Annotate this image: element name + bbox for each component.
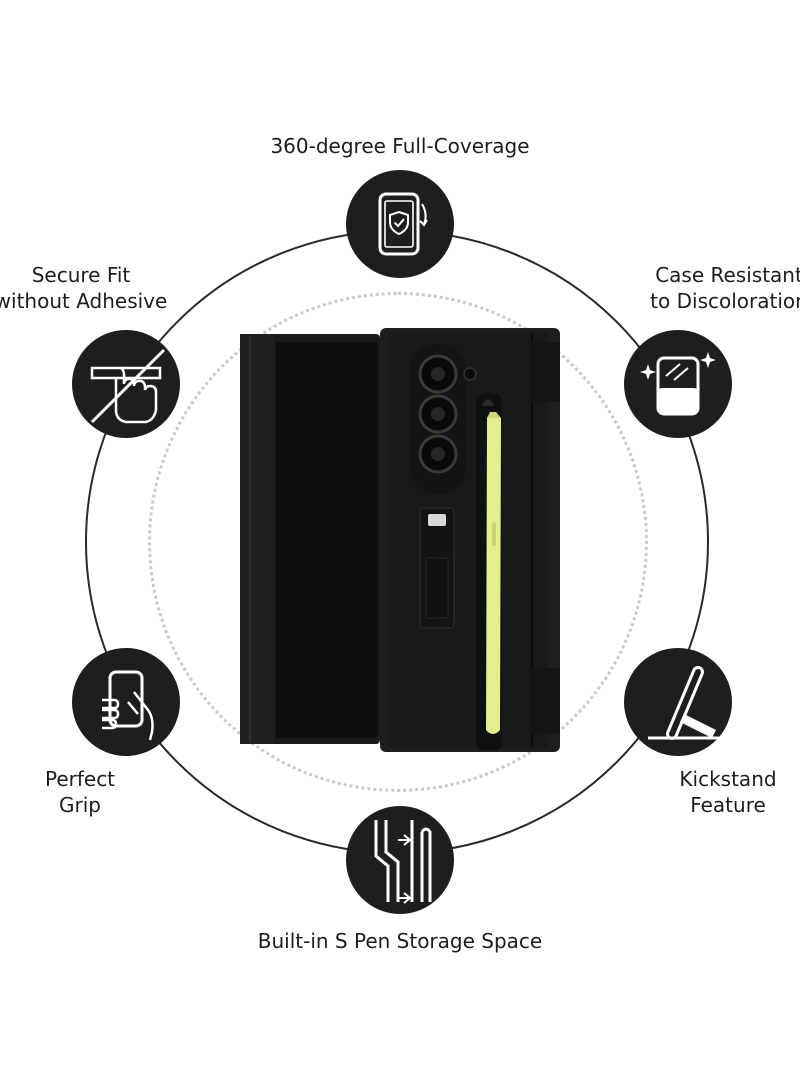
badge-pen-storage bbox=[346, 806, 454, 914]
label-discoloration-line1: Case Resistant bbox=[655, 263, 800, 287]
label-full-coverage: 360-degree Full-Coverage bbox=[270, 134, 530, 158]
phone-shield-icon bbox=[378, 192, 428, 256]
hand-grip-icon bbox=[102, 670, 154, 741]
label-perfect-grip-line2: Grip bbox=[59, 793, 101, 817]
badge-full-coverage bbox=[346, 170, 454, 278]
label-kickstand-line2: Feature bbox=[690, 793, 766, 817]
folding-phone-case bbox=[230, 322, 570, 762]
badge-perfect-grip bbox=[72, 648, 180, 756]
no-adhesive-hand-icon bbox=[90, 348, 166, 424]
dotted-ring bbox=[148, 292, 648, 792]
discoloration-resistant-icon bbox=[640, 352, 716, 416]
badge-discoloration bbox=[624, 330, 732, 438]
kickstand-icon bbox=[648, 666, 720, 740]
label-secure-fit-line1: Secure Fit bbox=[31, 263, 131, 287]
label-perfect-grip-line1: Perfect bbox=[44, 767, 116, 791]
badge-kickstand bbox=[624, 648, 732, 756]
label-discoloration-line2: to Discoloration bbox=[650, 289, 800, 313]
pen-slot-icon bbox=[374, 820, 432, 904]
label-pen-storage: Built-in S Pen Storage Space bbox=[257, 929, 543, 953]
label-secure-fit-line2: without Adhesive bbox=[0, 289, 168, 313]
label-secure-fit: Secure Fit without Adhesive bbox=[0, 262, 202, 314]
label-kickstand-line1: Kickstand bbox=[679, 767, 777, 791]
badge-secure-fit bbox=[72, 330, 180, 438]
label-perfect-grip: Perfect Grip bbox=[20, 766, 140, 818]
label-kickstand: Kickstand Feature bbox=[658, 766, 798, 818]
label-discoloration: Case Resistant to Discoloration bbox=[628, 262, 800, 314]
